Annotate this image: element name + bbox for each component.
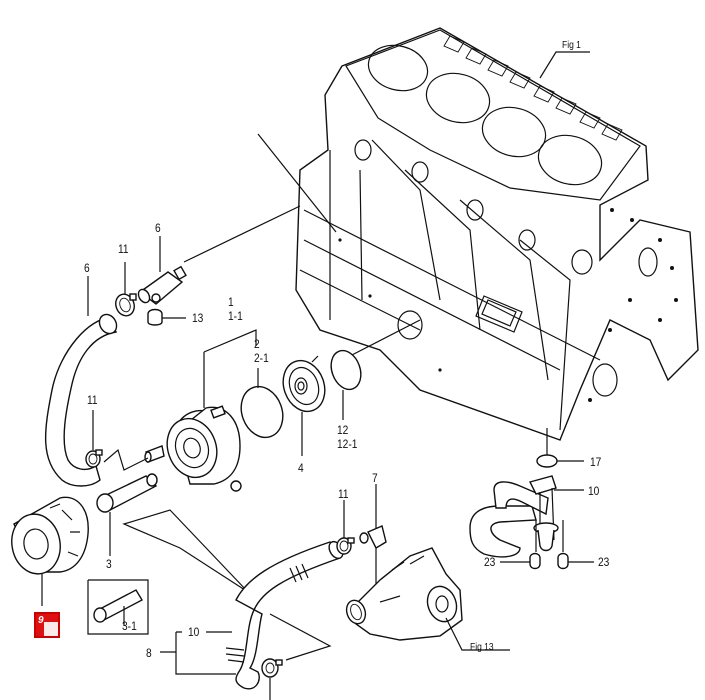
clamp-11-mid[interactable] (85, 449, 103, 468)
callout-10-bottom: 10 (188, 625, 200, 639)
water-pump[interactable] (343, 547, 463, 641)
callout-8: 8 (146, 646, 152, 660)
callout-2-1: 2-1 (254, 351, 269, 365)
callout-2: 2 (254, 337, 260, 351)
callout-23-right: 23 (598, 555, 610, 569)
oil-strainer-10[interactable] (469, 475, 559, 558)
bolt-stems (535, 520, 564, 552)
fitting-6[interactable] (136, 265, 187, 305)
pipe-3-1[interactable] (93, 589, 143, 623)
bolt-23-left[interactable] (529, 552, 541, 570)
callout-12-1: 12-1 (337, 437, 358, 451)
oil-filter-9[interactable] (7, 496, 89, 577)
gasket-17[interactable] (536, 454, 558, 468)
cover-4[interactable] (276, 355, 331, 418)
callout-3: 3 (106, 557, 112, 571)
clamp-11-low[interactable] (336, 537, 355, 555)
label-fig-13: Fig 13 (470, 642, 494, 653)
callout-3-1: 3-1 (122, 619, 137, 633)
callout-1: 1 (228, 295, 234, 309)
leader-fitting-to-block (183, 205, 301, 263)
leader-fig1 (539, 51, 590, 79)
label-fig-1: Fig 1 (562, 40, 581, 51)
callout-12: 12 (337, 423, 349, 437)
union-3[interactable] (96, 473, 158, 513)
bolt-23-right[interactable] (557, 552, 569, 570)
elbow-7[interactable] (359, 525, 387, 549)
leader-clamp-bottom (269, 613, 332, 661)
callout-13: 13 (192, 311, 204, 325)
hose-6[interactable] (44, 311, 120, 487)
o-ring-2[interactable] (234, 381, 289, 444)
oil-cooler-1[interactable] (144, 402, 245, 492)
clamp-11-top[interactable] (113, 292, 137, 319)
plug-13[interactable] (147, 308, 163, 326)
hose-10[interactable] (225, 539, 346, 690)
leader-gasket-to-block (347, 319, 421, 358)
highlight-label: 9 (38, 615, 44, 626)
leader-fig13 (445, 617, 510, 651)
callout-10-right: 10 (588, 484, 600, 498)
callout-6-hose: 6 (84, 261, 90, 275)
bracket-8 (160, 631, 236, 675)
callout-7: 7 (372, 471, 378, 485)
cylinder-block[interactable] (295, 27, 699, 441)
callout-11-top: 11 (118, 242, 129, 256)
callout-11-mid: 11 (87, 393, 98, 407)
leader-block-upper (257, 133, 337, 233)
callout-1-1: 1-1 (228, 309, 243, 323)
highlighted-callout-9[interactable]: 9 (34, 612, 60, 638)
callout-17: 17 (590, 455, 602, 469)
leader-cooler-link (103, 448, 149, 471)
o-ring-12[interactable] (326, 346, 366, 393)
callout-4: 4 (298, 461, 304, 475)
leader-1 (203, 329, 257, 408)
callout-23-left: 23 (484, 555, 496, 569)
highlight-inner (44, 622, 58, 636)
callout-11-low: 11 (338, 487, 349, 501)
bracket-3-1 (87, 579, 149, 635)
callout-6-fitting: 6 (155, 221, 161, 235)
clamp-11-bottom[interactable] (261, 658, 283, 678)
